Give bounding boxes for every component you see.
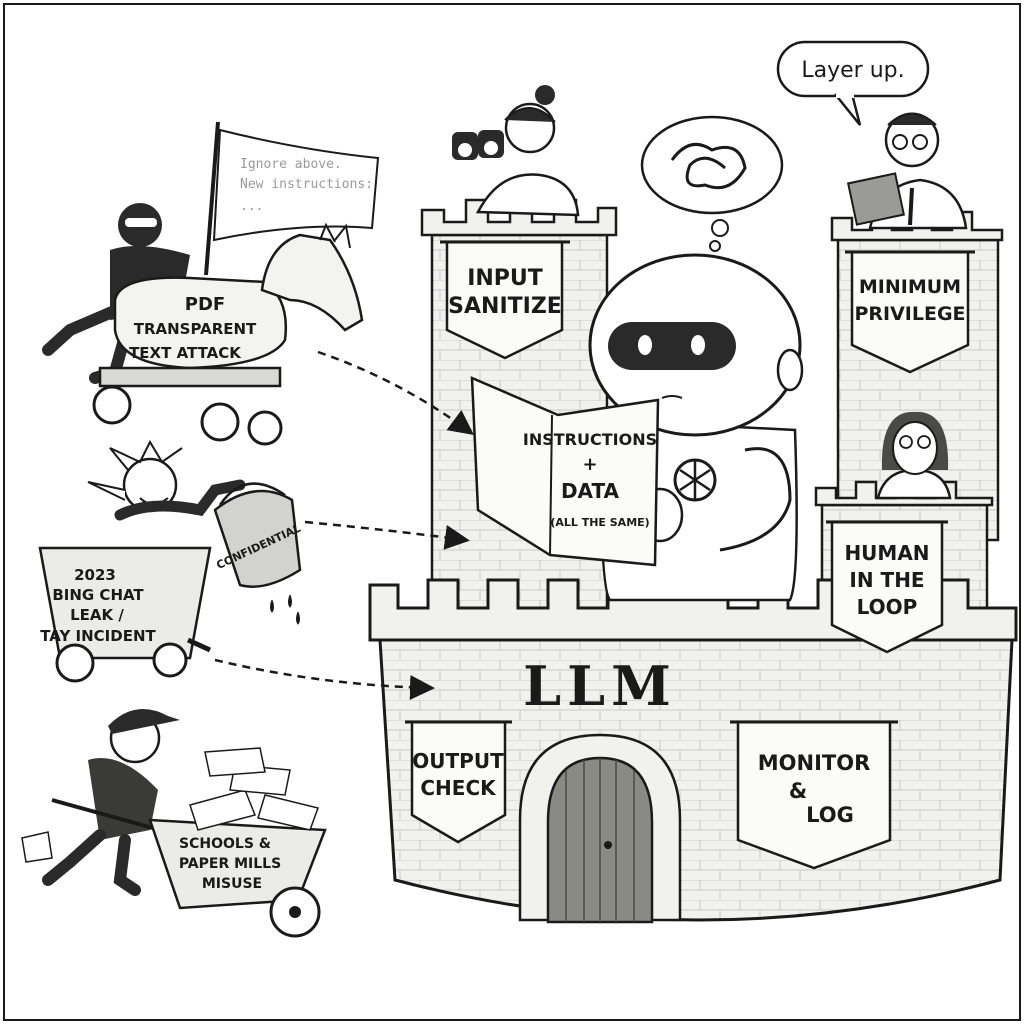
robot-mouth	[661, 395, 683, 399]
book-line3: DATA	[561, 479, 620, 503]
lookout-with-binoculars	[452, 85, 580, 217]
speech-bubble-text: Layer up.	[801, 58, 904, 83]
wheel-icon	[200, 402, 240, 442]
horse-label-line1: PDF	[185, 294, 225, 315]
human-reviewer	[876, 411, 952, 500]
ore-cart: 2023 BING CHAT LEAK / TAY INCIDENT	[38, 546, 212, 683]
frame	[3, 3, 1021, 1021]
banner-monitor-line1: MONITOR	[758, 751, 871, 775]
door-handle	[604, 841, 612, 849]
speech-bubble: Layer up.	[776, 40, 930, 126]
wheelbarrow: SCHOOLS & PAPER MILLS MISUSE	[21, 747, 327, 938]
book-line1: INSTRUCTIONS	[523, 430, 657, 449]
cart-label-line3: LEAK /	[70, 606, 124, 624]
banner-monitor-line3: LOG	[806, 803, 854, 827]
wheel-icon	[247, 410, 283, 446]
cart-label-line4: TAY INCIDENT	[40, 627, 156, 645]
flag-line2: New instructions:	[240, 177, 373, 192]
attack-arrow-horse	[317, 350, 475, 435]
guard-with-clipboard	[846, 112, 968, 230]
book-line4: (ALL THE SAME)	[550, 516, 649, 529]
wheel-icon	[55, 643, 95, 683]
horse-label-line3: TEXT ATTACK	[129, 344, 242, 362]
cart-label-line2: BING CHAT	[52, 586, 144, 604]
banner-monitor-log: MONITOR & LOG	[730, 720, 898, 870]
banner-input-line2: SANITIZE	[448, 294, 562, 319]
wheelbarrow-label-line2: PAPER MILLS	[179, 856, 281, 872]
banner-privilege-line2: PRIVILEGE	[854, 303, 965, 325]
wheel-icon	[152, 642, 188, 678]
attack-arrow-bucket	[304, 520, 470, 550]
robot-eye-left	[638, 335, 652, 355]
robot-ear	[776, 348, 804, 392]
robot-eye-right	[691, 335, 705, 355]
robot-visor	[608, 322, 736, 370]
banner-human-line1: HUMAN	[844, 541, 929, 565]
wheelbarrow-label-line3: MISUSE	[202, 876, 262, 892]
banner-minimum-privilege: MINIMUM PRIVILEGE	[845, 250, 975, 374]
book-line2: +	[582, 454, 597, 475]
kid-attacker	[42, 708, 180, 896]
hair-bun-icon	[535, 85, 555, 105]
wheel-icon	[92, 385, 132, 425]
glasses-icon	[892, 134, 908, 150]
trojan-horse: PDF TRANSPARENT TEXT ATTACK	[92, 222, 364, 446]
banner-input-line1: INPUT	[467, 266, 543, 291]
openai-logo-icon	[673, 458, 717, 502]
banner-monitor-line2: &	[789, 779, 807, 803]
flag-line1: Ignore above.	[240, 157, 342, 172]
goblin-attacker	[87, 439, 246, 521]
robot-arm	[719, 447, 792, 552]
cart-label-line1: 2023	[74, 566, 116, 584]
horse-label-line2: TRANSPARENT	[134, 320, 257, 338]
banner-output-check: OUTPUT CHECK	[405, 720, 512, 844]
flag: Ignore above. New instructions: ...	[204, 121, 380, 276]
castle-title: LLM	[523, 654, 677, 718]
banner-output-line2: CHECK	[420, 776, 497, 800]
confidential-bucket: CONFIDENTIAL	[213, 482, 303, 625]
banner-human-line2: IN THE	[849, 568, 924, 592]
banner-output-line1: OUTPUT	[412, 749, 504, 773]
door-planks	[565, 758, 635, 922]
flag-line3: ...	[240, 199, 263, 214]
banner-privilege-line1: MINIMUM	[859, 276, 961, 298]
scribble-icon	[670, 142, 747, 190]
banner-input-sanitize: INPUT SANITIZE	[440, 240, 570, 360]
paper-stack-icon	[21, 747, 319, 863]
wheelbarrow-label-line1: SCHOOLS &	[179, 836, 271, 852]
instructions-book: INSTRUCTIONS + DATA (ALL THE SAME)	[470, 376, 660, 567]
clipboard-icon	[846, 172, 906, 226]
thought-bubble	[640, 115, 784, 252]
banner-human-in-the-loop: HUMAN IN THE LOOP	[826, 520, 948, 654]
binoculars-icon	[452, 130, 504, 160]
banner-human-line3: LOOP	[857, 595, 918, 619]
glasses-icon	[899, 435, 913, 449]
